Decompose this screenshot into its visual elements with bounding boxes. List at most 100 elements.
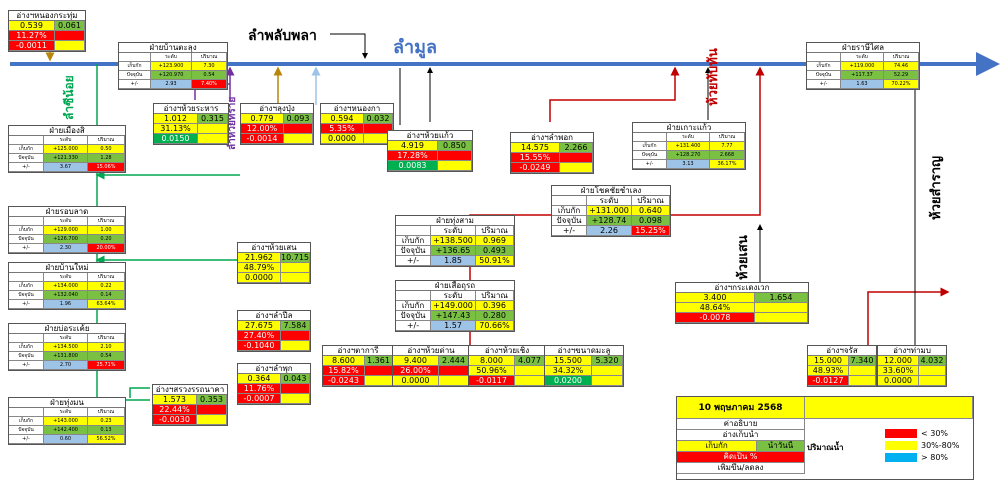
current-volume: 0.061 [55,21,85,31]
percent-fill [755,303,808,313]
capacity-value: 8.600 [323,356,365,366]
reservoir-name: อ่างฯลำพอก [511,133,593,143]
change-fill [55,41,85,51]
current-level: +147.43 [431,311,476,321]
row-label: +/- [9,163,44,172]
header-level: ระดับ [667,133,710,142]
percent-value: 48.64% [676,303,755,313]
row-label: เก็บกัก [807,62,841,71]
percent-value: 22.44% [153,405,197,415]
percent-fill [515,366,545,376]
change-value: -0.0014 [241,134,284,144]
change-fill [197,415,227,425]
percent-fill [281,331,310,341]
weir-name: ฝ่ายเสือถุรถ [396,281,514,291]
change-value: -0.0117 [469,376,515,386]
row-label: +/- [396,256,431,266]
header-blank [9,136,44,145]
legend-today: น้ำวันนี้ [757,441,805,452]
reservoir-name: อ่างฯหนองกา [321,104,393,114]
reservoir-name: อ่างฯหนองกระทุ่ม [9,11,85,21]
capacity-value: 0.594 [321,114,364,124]
percent-fill [919,366,946,376]
storage-level: +123.900 [151,62,192,71]
storage-volume: 0.640 [632,206,670,216]
capacity-value: 1.012 [154,114,198,124]
capacity-value: 12.000 [878,356,919,366]
header-level: ระดับ [44,408,88,417]
change-value: -0.0011 [9,41,55,51]
change-value: -0.0243 [323,376,365,386]
header-level: ระดับ [151,53,192,62]
row-label: เก็บกัก [9,417,44,426]
percent-fill [849,366,876,376]
header-volume: ปริมาณ [632,196,670,206]
header-blank [396,226,431,236]
percent-fill [197,405,227,415]
change-value: 0.0000 [321,134,364,144]
change-fill [439,376,469,386]
percent-value: 11.27% [9,31,55,41]
current-volume: 7.584 [281,321,310,331]
reservoir-name: อ่างฯท่ามบ [878,346,946,356]
storage-level: +119.000 [841,62,884,71]
legend-row: ค่าอธิบาย [677,419,805,430]
header-volume: ปริมาณ [476,226,514,236]
current-volume: 1.654 [755,293,808,303]
row-label: เก็บกัก [633,142,667,151]
percent-value: 17.28% [388,151,438,161]
percent-fill [198,124,228,134]
level-diff: 3.13 [667,160,710,169]
percent-fill [560,153,593,163]
change-value: -0.0078 [676,313,755,323]
lampalungpla-label: ลำพลับพลา [248,28,317,44]
current-volume: 0.850 [438,141,472,151]
header-volume: ปริมาณ [88,408,125,417]
row-label: เก็บกัก [396,301,431,311]
percent-fill [364,124,393,134]
storage-volume: 0.396 [476,301,514,311]
percent-value: 15.55% [511,153,560,163]
storage-level: +138.500 [431,236,476,246]
level-diff: 2.30 [44,244,88,253]
reservoir-name: อ่างฯห้วยแก้ว [388,131,472,141]
weir-name: ฝ่ายโชคชัยชำเลง [552,186,670,196]
header-volume: ปริมาณ [192,53,227,62]
header-blank [9,217,44,226]
weir-name: ฝ่ายทุ่งสาม [396,216,514,226]
header-volume: ปริมาณ [88,217,125,226]
current-volume: 4.032 [919,356,946,366]
percent-fill [55,31,85,41]
header-level: ระดับ [431,291,476,301]
header-volume: ปริมาณ [476,291,514,301]
legend-row: เพิ่มขึ้น/ลดลง [677,463,805,474]
weir-name: ฝ่ายรอบลาด [9,207,125,217]
percent-fill [281,384,310,394]
legend-date: 10 พฤษภาคม 2568 [677,397,805,419]
header-level: ระดับ [44,273,88,282]
current-volume: 0.280 [476,311,514,321]
current-volume: 0.315 [198,114,228,124]
legend-row: อ่างเก็บน้ำ [677,430,805,441]
percent-fill [592,366,623,376]
level-diff: 2.93 [151,80,192,89]
percent-value: 15.82% [323,366,365,376]
current-volume: 10.715 [281,253,310,263]
percent-fill [439,366,469,376]
level-diff: 1.63 [841,80,884,89]
change-value: 0.0150 [154,134,198,144]
percent-fill [281,263,310,273]
change-value: 0.0000 [238,273,281,283]
storage-level: +131.000 [587,206,632,216]
